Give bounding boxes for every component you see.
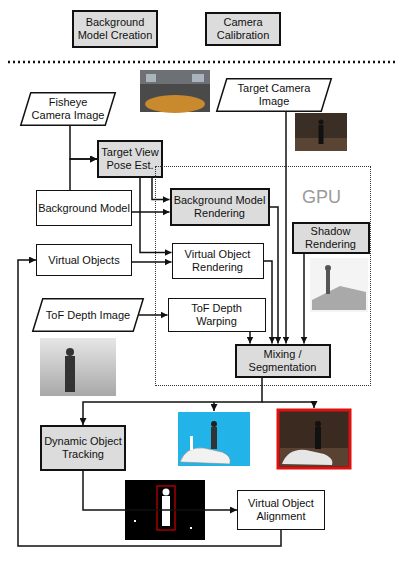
photo-ceiling: [140, 70, 210, 84]
photo-floor: [145, 95, 205, 113]
process-box: Virtual Object Rendering: [172, 243, 264, 279]
photo-frame: [310, 258, 368, 312]
separator-line: [8, 61, 396, 64]
parallelogram-shape: [217, 79, 332, 112]
process-box: Virtual Objects: [36, 244, 132, 276]
person-body: [211, 427, 217, 449]
photo-window: [192, 74, 204, 82]
process-box: Target View Pose Est.: [97, 140, 163, 178]
photo-frame: [178, 412, 250, 466]
fisheye-photo: [140, 70, 210, 113]
flow-arrow: [132, 211, 170, 213]
statue-shape: [190, 436, 193, 450]
parallelogram-shape: [33, 299, 144, 332]
statue-shape: [326, 270, 330, 294]
process-box: Mixing / Segmentation: [235, 344, 331, 378]
flow-arrow: [270, 207, 279, 344]
person-head: [211, 421, 217, 427]
photo-frame: [295, 113, 347, 151]
flow-arrow: [70, 159, 97, 190]
tracking-box: [157, 486, 175, 530]
car-shape: [180, 448, 230, 464]
photo-floor: [280, 448, 348, 466]
flow-arrow: [303, 254, 305, 344]
node-label: Background Model: [38, 202, 130, 215]
node-label: ToF Depth Image: [46, 309, 130, 322]
node-label: Target Camera Image: [226, 82, 322, 107]
car-shape: [282, 450, 332, 465]
data-parallelogram: ToF Depth Image: [32, 298, 144, 332]
flow-arrow: [139, 314, 168, 316]
data-parallelogram: Target Camera Image: [216, 78, 332, 112]
flow-arrow: [132, 261, 172, 263]
person-head: [66, 348, 74, 356]
composited-photo: [278, 410, 350, 468]
person-body: [319, 125, 324, 144]
flow-arrow: [83, 378, 262, 426]
photo-frame: [125, 480, 205, 540]
node-label: Virtual Objects: [48, 254, 119, 267]
person-head: [315, 421, 321, 427]
node-label: Background Model Creation: [75, 16, 155, 41]
flow-arrow: [83, 471, 237, 510]
process-box: Dynamic Object Tracking: [40, 425, 126, 471]
person-body: [162, 496, 170, 526]
output-arrow: [262, 402, 314, 408]
process-box: Virtual Object Alignment: [237, 490, 325, 530]
process-box: Shadow Rendering: [292, 222, 370, 254]
output-arrow: [213, 402, 215, 411]
photo-frame: [278, 410, 350, 468]
flow-arrow: [285, 112, 287, 344]
photo-frame: [140, 70, 210, 112]
process-box: Background Model Creation: [72, 10, 158, 48]
photo-window: [146, 74, 156, 82]
region-label: GPU: [302, 187, 341, 208]
person-head: [163, 489, 170, 496]
node-label: Shadow Rendering: [295, 225, 367, 250]
statue-head: [325, 265, 331, 271]
process-box: Background Model: [36, 190, 132, 226]
node-label: Dynamic Object Tracking: [43, 435, 123, 460]
process-box: Camera Calibration: [205, 12, 281, 46]
person-body: [65, 356, 75, 392]
node-label: Fisheye Camera Image: [30, 96, 106, 121]
parallelogram-shape: [21, 93, 116, 126]
person-head: [319, 120, 324, 125]
segmented-photo: [178, 412, 250, 466]
process-box: Background Model Rendering: [170, 188, 270, 226]
process-box: ToF Depth Warping: [168, 298, 266, 332]
node-label: Background Model Rendering: [173, 194, 267, 219]
node-label: Virtual Object Alignment: [239, 497, 323, 522]
data-parallelogram: Fisheye Camera Image: [20, 92, 116, 126]
target-camera-photo: [295, 113, 347, 151]
person-body: [315, 427, 321, 449]
node-label: Target View Pose Est.: [100, 146, 160, 171]
noise-dot: [190, 527, 192, 529]
node-label: Mixing / Segmentation: [238, 348, 328, 373]
node-label: ToF Depth Warping: [170, 302, 264, 327]
shadow-shape: [312, 286, 366, 310]
photo-frame: [40, 338, 116, 396]
node-label: Camera Calibration: [208, 16, 278, 41]
tof-depth-photo: [40, 338, 116, 396]
gpu-region: Background Model RenderingShadow Renderi…: [155, 166, 371, 386]
shadow-photo: [310, 258, 368, 312]
tracking-photo: [125, 480, 205, 540]
node-label: Virtual Object Rendering: [174, 248, 262, 273]
noise-dot: [134, 520, 136, 522]
flow-arrow: [70, 126, 97, 159]
flow-arrow: [249, 332, 251, 344]
